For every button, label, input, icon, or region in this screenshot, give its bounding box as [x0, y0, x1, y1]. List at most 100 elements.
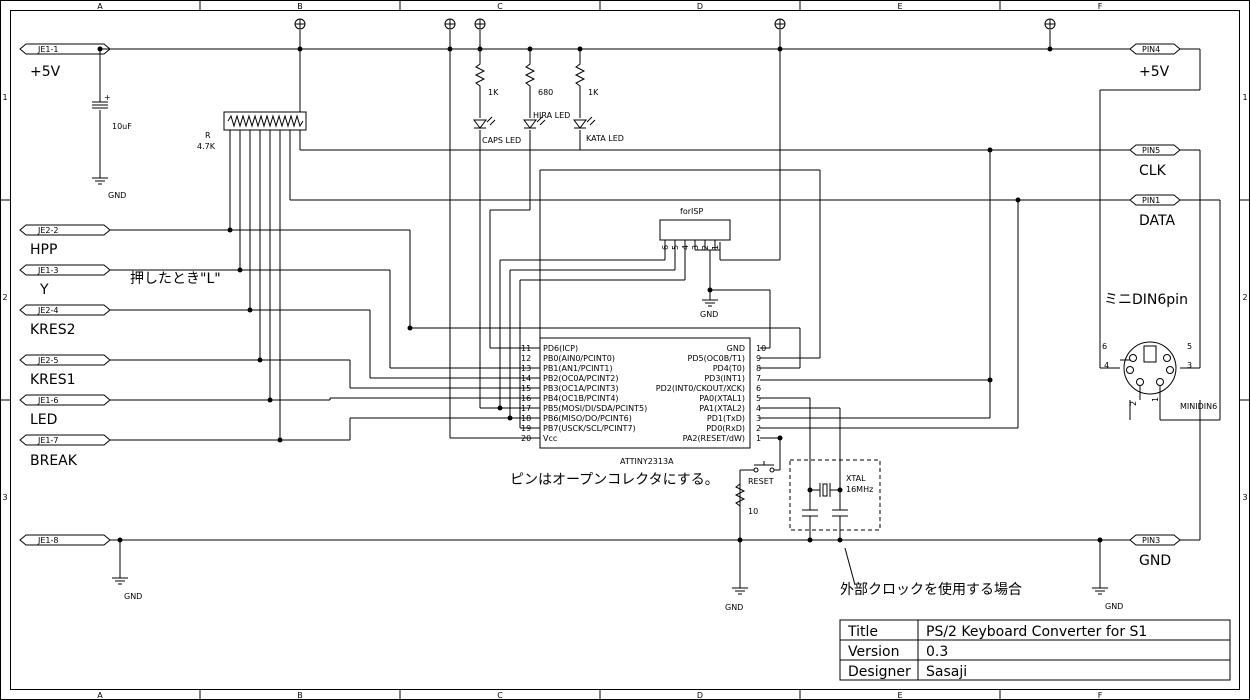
chip-pin-number: 18: [521, 414, 531, 423]
gnd-label-reset: GND: [725, 603, 743, 612]
connector-label: HPP: [30, 242, 57, 258]
chip-pin-name: PA0(XTAL1): [699, 394, 745, 403]
junction-dot: [777, 46, 783, 52]
col-label-bottom-c: C: [497, 691, 503, 700]
led-icon: [523, 116, 546, 129]
connector-label: GND: [1139, 553, 1171, 569]
minidin6-connector: 6 5 4 3 2 1 MINIDIN6 ミニDIN6pin: [1102, 292, 1217, 411]
vcc-symbol-icon: [774, 18, 786, 30]
connector-tag: PIN1: [1142, 196, 1160, 205]
isp-header: forISP 6 5 4 3 2 1: [659, 207, 731, 251]
ground-icon: [732, 587, 748, 595]
junction-dot: [447, 46, 453, 52]
connector-label: KRES2: [30, 322, 76, 338]
vcc-symbol-icon: [474, 18, 486, 30]
reset-circuit: RESET 10: [734, 461, 780, 516]
col-label-top-a: A: [97, 2, 103, 11]
connector-label: +5V: [1139, 64, 1170, 80]
chip-pin-name: PB1(AN1/PCINT1): [543, 364, 613, 373]
chip-pin-number: 8: [756, 364, 761, 373]
chip-pin-name: PD6(ICP): [543, 344, 578, 353]
ground-icon: [1092, 587, 1108, 595]
connector-label: BREAK: [30, 453, 78, 469]
connector-je1-1: JE1-1 +5V: [19, 43, 111, 80]
chip-pin-number: 12: [521, 354, 531, 363]
col-label-bottom-a: A: [97, 691, 103, 700]
junction-dot: [1097, 537, 1103, 543]
row-label-right-3: 3: [1242, 493, 1247, 502]
junction-dot: [237, 267, 243, 273]
connector-label: +5V: [30, 64, 61, 80]
vcc-symbol-icon: [1044, 18, 1056, 30]
isp-pin-6: 6: [661, 245, 670, 250]
cap-value: 10uF: [112, 122, 132, 131]
isp-pin-3: 3: [691, 245, 700, 250]
junction-dot: [987, 377, 993, 383]
leds: CAPS LED HIRA LED KATA LED: [473, 111, 624, 145]
title-key: Title: [847, 624, 878, 640]
led-label-hira: HIRA LED: [533, 111, 570, 120]
junction-dot: [247, 307, 253, 313]
ground-icon: [702, 299, 718, 307]
notes: 押したとき"L" ピンはオープンコレクタにする。 外部クロックを使用する場合: [130, 271, 1022, 598]
vcc-symbol-icon: [444, 18, 456, 30]
col-label-bottom-e: E: [897, 691, 902, 700]
gnd-label-cap: GND: [108, 191, 126, 200]
junction-dot: [527, 46, 533, 52]
crystal-block: XTAL 16MHz: [789, 459, 881, 531]
junction-dot: [777, 435, 783, 441]
connector-tag: JE1-1: [37, 45, 58, 54]
version-value: 0.3: [926, 644, 948, 660]
isp-label: forISP: [680, 207, 703, 216]
junction-dot: [267, 397, 273, 403]
chip-pin-name: PB5(MOSI/DI/SDA/PCINT5): [543, 404, 647, 413]
connector-tag: JE1-7: [37, 436, 58, 445]
junction-dot: [1015, 197, 1021, 203]
isp-pin-2: 2: [701, 245, 710, 250]
led-icon: [473, 116, 496, 129]
note-external-clock: 外部クロックを使用する場合: [840, 581, 1022, 598]
vcc-symbol-icon: [294, 18, 306, 30]
chip-pin-number: 10: [756, 344, 766, 353]
reset-label: RESET: [748, 477, 774, 486]
col-label-top-d: D: [697, 2, 703, 11]
chip-pin-number: 13: [521, 364, 531, 373]
junction-dot: [577, 46, 583, 52]
junction-dot: [497, 405, 503, 411]
col-label-top-f: F: [1098, 2, 1103, 11]
row-label-left-1: 1: [2, 93, 7, 102]
connector-pin4: PIN4+5V: [1129, 43, 1181, 80]
chip-pin-number: 20: [521, 434, 531, 443]
chip-pin-number: 6: [756, 384, 761, 393]
chip-pin-name: PD0(RxD): [706, 424, 745, 433]
connector-label: Y: [39, 282, 49, 298]
chip-pin-name: PD2(INT0/CKOUT/XCK): [656, 384, 745, 393]
chip-name: ATTINY2313A: [620, 457, 674, 466]
ground-icon: [112, 577, 128, 585]
col-label-bottom-f: F: [1098, 691, 1103, 700]
junction-dot: [277, 437, 283, 443]
chip-pin-name: PB2(OC0A/PCINT2): [543, 374, 619, 383]
junction-dot: [707, 287, 713, 293]
gnd-label-isp: GND: [700, 310, 718, 319]
row-label-right-2: 2: [1242, 293, 1247, 302]
chip-pin-number: 5: [756, 394, 761, 403]
connector-je1-8: JE1-8: [19, 534, 111, 546]
led-icon: [573, 116, 596, 129]
chip-pin-name: PB3(OC1A/PCINT3): [543, 384, 619, 393]
resistor-array: R 4.7K: [197, 111, 307, 151]
junctions: [97, 46, 1103, 543]
connector-tag: JE1-8: [37, 536, 58, 545]
rarray-value: 4.7K: [197, 142, 216, 151]
row-label-left-2: 2: [2, 293, 7, 302]
rarray-ref: R: [205, 131, 211, 140]
col-label-bottom-b: B: [297, 691, 303, 700]
col-label-top-e: E: [897, 2, 902, 11]
